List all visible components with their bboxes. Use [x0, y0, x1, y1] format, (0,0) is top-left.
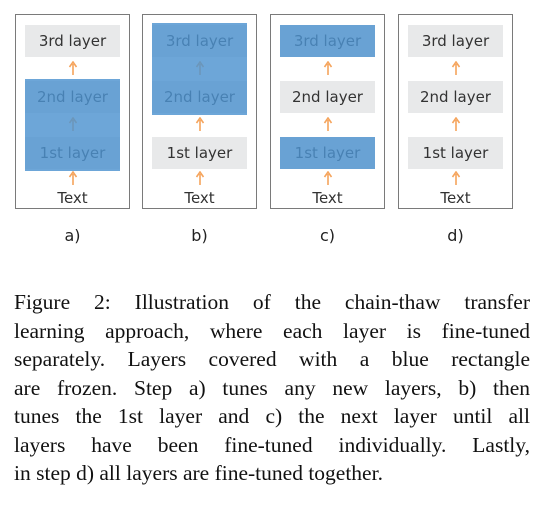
arrow-up-icon: [451, 61, 461, 75]
panel-label-c: c): [319, 226, 336, 245]
panel-label-a: a): [64, 226, 81, 245]
caption-line: in step d) all layers are fine-tuned tog…: [14, 461, 383, 485]
arrow-up-icon: [195, 117, 205, 131]
figure-caption: Figure 2: Illustration of the chain-thaw…: [14, 288, 530, 488]
layer-1st: 1st layer: [408, 137, 503, 169]
arrow-up-icon: [451, 171, 461, 185]
input-text-label: Text: [57, 189, 88, 207]
caption-line: tunes the 1st layer and c) the next laye…: [14, 404, 530, 428]
panel-a: 3rd layer 2nd layer 1st layer Text: [15, 14, 130, 209]
frozen-rectangle: [152, 23, 247, 115]
frozen-rectangle-top: [280, 25, 375, 57]
caption-line: layers have been fine-tuned individually…: [14, 432, 530, 457]
input-text-label: Text: [440, 189, 471, 207]
panel-b: 3rd layer 2nd layer 1st layer Text: [142, 14, 257, 209]
arrow-up-icon: [68, 61, 78, 75]
panel-d: 3rd layer 2nd layer 1st layer Text: [398, 14, 513, 209]
panel-label-b: b): [191, 226, 208, 245]
frozen-rectangle-bottom: [280, 137, 375, 169]
input-text-label: Text: [312, 189, 343, 207]
frozen-rectangle: [25, 79, 120, 171]
layer-3rd: 3rd layer: [408, 25, 503, 57]
panel-label-d: d): [447, 226, 464, 245]
caption-line: separately. Layers covered with a blue r…: [14, 347, 530, 371]
layer-1st: 1st layer: [152, 137, 247, 169]
caption-line: learning approach, where each layer is f…: [14, 318, 530, 343]
arrow-up-icon: [323, 117, 333, 131]
arrow-up-icon: [195, 171, 205, 185]
caption-line: Figure 2: Illustration of the chain-thaw…: [14, 290, 530, 314]
arrow-up-icon: [323, 171, 333, 185]
caption-line: are frozen. Step a) tunes any new layers…: [14, 375, 530, 400]
arrow-up-icon: [68, 171, 78, 185]
arrow-up-icon: [451, 117, 461, 131]
layer-2nd: 2nd layer: [408, 81, 503, 113]
layer-2nd: 2nd layer: [280, 81, 375, 113]
arrow-up-icon: [323, 61, 333, 75]
input-text-label: Text: [184, 189, 215, 207]
panel-c: 3rd layer 2nd layer 1st layer Text: [270, 14, 385, 209]
layer-3rd: 3rd layer: [25, 25, 120, 57]
